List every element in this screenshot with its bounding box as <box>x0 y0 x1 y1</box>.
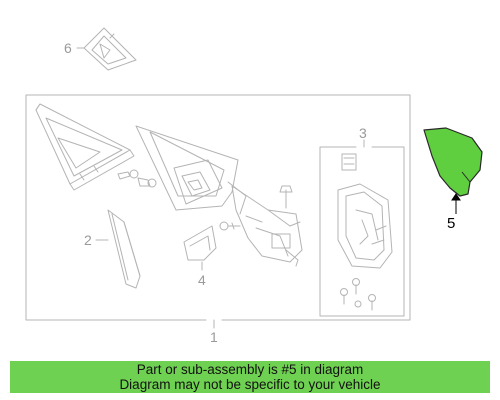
callout-4: 4 <box>198 272 206 288</box>
banner-line-2: Diagram may not be specific to your vehi… <box>119 377 381 392</box>
callout-2: 2 <box>84 232 92 248</box>
callout-5: 5 <box>447 215 456 232</box>
callout-6: 6 <box>64 40 72 56</box>
callout-3: 3 <box>359 125 367 141</box>
leader-5 <box>451 193 461 214</box>
screw-pair[interactable] <box>117 169 157 188</box>
mirror-body[interactable] <box>337 183 393 269</box>
callout-1: 1 <box>210 329 218 345</box>
assembly-1-frame <box>25 94 411 329</box>
mirror-base-housing[interactable] <box>135 125 247 215</box>
subassembly-3-frame <box>319 139 405 317</box>
mounting-screw[interactable] <box>219 221 241 231</box>
retaining-clip[interactable] <box>341 153 357 171</box>
part-6-corner-trim[interactable] <box>83 27 137 71</box>
frame-3-screws[interactable] <box>340 278 376 311</box>
part-4-cover[interactable] <box>183 225 217 261</box>
part-5-mirror-cover[interactable] <box>423 127 483 197</box>
part-2-mirror-glass[interactable] <box>107 209 141 289</box>
mirror-actuator[interactable] <box>231 185 303 267</box>
banner-line-1: Part or sub-assembly is #5 in diagram <box>136 362 364 377</box>
inner-triangle-trim[interactable] <box>35 103 135 191</box>
info-banner: Part or sub-assembly is #5 in diagram Di… <box>10 361 490 393</box>
